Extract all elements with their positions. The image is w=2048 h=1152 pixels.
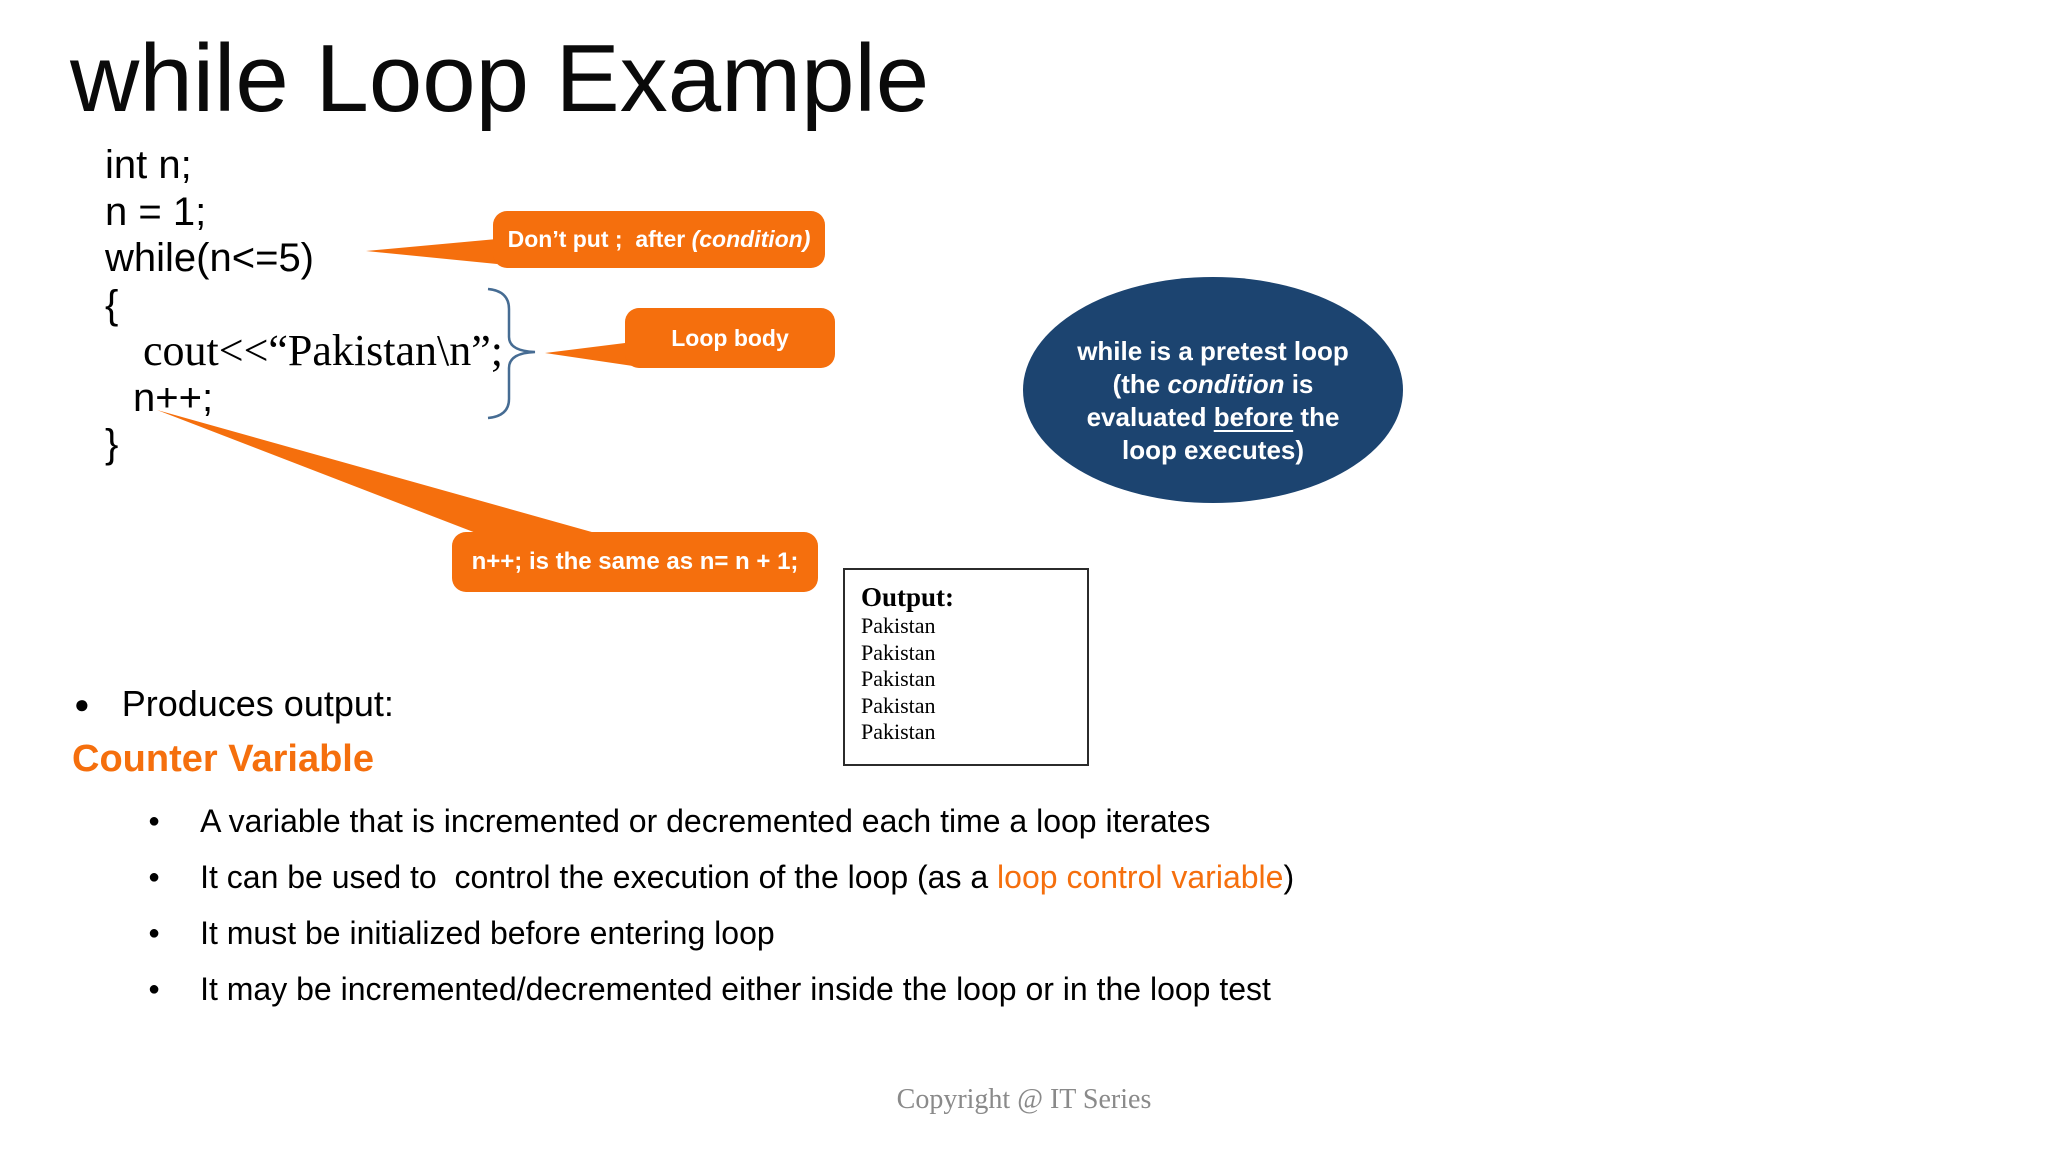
loop-control-variable-highlight: loop control variable	[997, 859, 1284, 895]
pretest-note-ellipse: while is a pretest loop (the condition i…	[1023, 277, 1403, 503]
callout-no-semicolon: Don’t put ; after (condition)	[493, 211, 825, 268]
code-line-increment: n++;	[133, 375, 214, 420]
output-line: Pakistan	[861, 666, 936, 691]
pretest-text-condition: condition	[1167, 369, 1285, 399]
list-item: ● A variable that is incremented or decr…	[148, 800, 1294, 842]
callout-increment: n++; is the same as n= n + 1;	[452, 532, 818, 592]
pretest-text-part1: while is a pretest loop (the	[1077, 336, 1349, 399]
output-box: Output: Pakistan Pakistan Pakistan Pakis…	[843, 568, 1089, 766]
loop-body-callout-tail	[545, 342, 633, 366]
counter-bullet-4: It may be incremented/decremented either…	[200, 971, 1271, 1007]
counter-bullet-2-pre: It can be used to control the execution …	[200, 859, 998, 895]
code-block: int n; n = 1; while(n<=5) { cout<<“Pakis…	[105, 142, 503, 468]
pretest-note-text: while is a pretest loop (the condition i…	[1057, 335, 1369, 467]
output-line: Pakistan	[861, 613, 936, 638]
bullet-dot: ●	[74, 689, 90, 719]
counter-bullet-list: ● A variable that is incremented or decr…	[148, 800, 1294, 1024]
list-item: ● It must be initialized before entering…	[148, 912, 1294, 954]
bullet-dot: ●	[148, 810, 161, 832]
list-item: ● It may be incremented/decremented eith…	[148, 968, 1294, 1010]
output-line: Pakistan	[861, 719, 936, 744]
counter-bullet-2-post: )	[1283, 859, 1295, 895]
code-line-open-brace: {	[105, 282, 119, 327]
bullet-produces-output: ● Produces output:	[74, 681, 394, 727]
code-line-int: int n;	[105, 143, 192, 187]
code-line-cout: cout<<“Pakistan\n”;	[143, 326, 503, 375]
callout-no-semicolon-text: Don’t put ; after	[507, 226, 692, 252]
list-item: ● It can be used to control the executio…	[148, 856, 1294, 898]
pretest-text-part3: the loop executes)	[1121, 402, 1340, 465]
output-title: Output:	[861, 582, 955, 612]
pretest-text-part2: is evaluated	[1086, 369, 1314, 432]
code-line-close-brace: }	[105, 422, 119, 466]
counter-bullet-2: It can be used to control the execution …	[200, 856, 1294, 898]
bullet-produces-text: Produces output:	[121, 683, 394, 724]
bullet-dot: ●	[148, 866, 161, 888]
code-line-while: while(n<=5)	[105, 236, 315, 280]
callout-loop-body: Loop body	[625, 308, 835, 368]
callout-loop-body-text: Loop body	[671, 324, 789, 351]
counter-bullet-3: It must be initialized before entering l…	[200, 915, 775, 951]
footer-copyright: Copyright @ IT Series	[896, 1084, 1152, 1115]
output-line: Pakistan	[861, 692, 936, 718]
counter-bullet-1: A variable that is incremented or decrem…	[200, 803, 1211, 839]
pretest-text-before: before	[1213, 402, 1294, 432]
page-title: while Loop Example	[70, 25, 930, 132]
code-line-assign: n = 1;	[105, 189, 207, 234]
callout-increment-text: n++; is the same as n= n + 1;	[471, 548, 799, 575]
counter-variable-heading: Counter Variable	[72, 738, 374, 780]
callout-condition-italic: (condition)	[691, 226, 811, 252]
bullet-dot: ●	[148, 922, 161, 944]
bullet-dot: ●	[148, 978, 161, 1000]
output-line: Pakistan	[861, 639, 936, 665]
